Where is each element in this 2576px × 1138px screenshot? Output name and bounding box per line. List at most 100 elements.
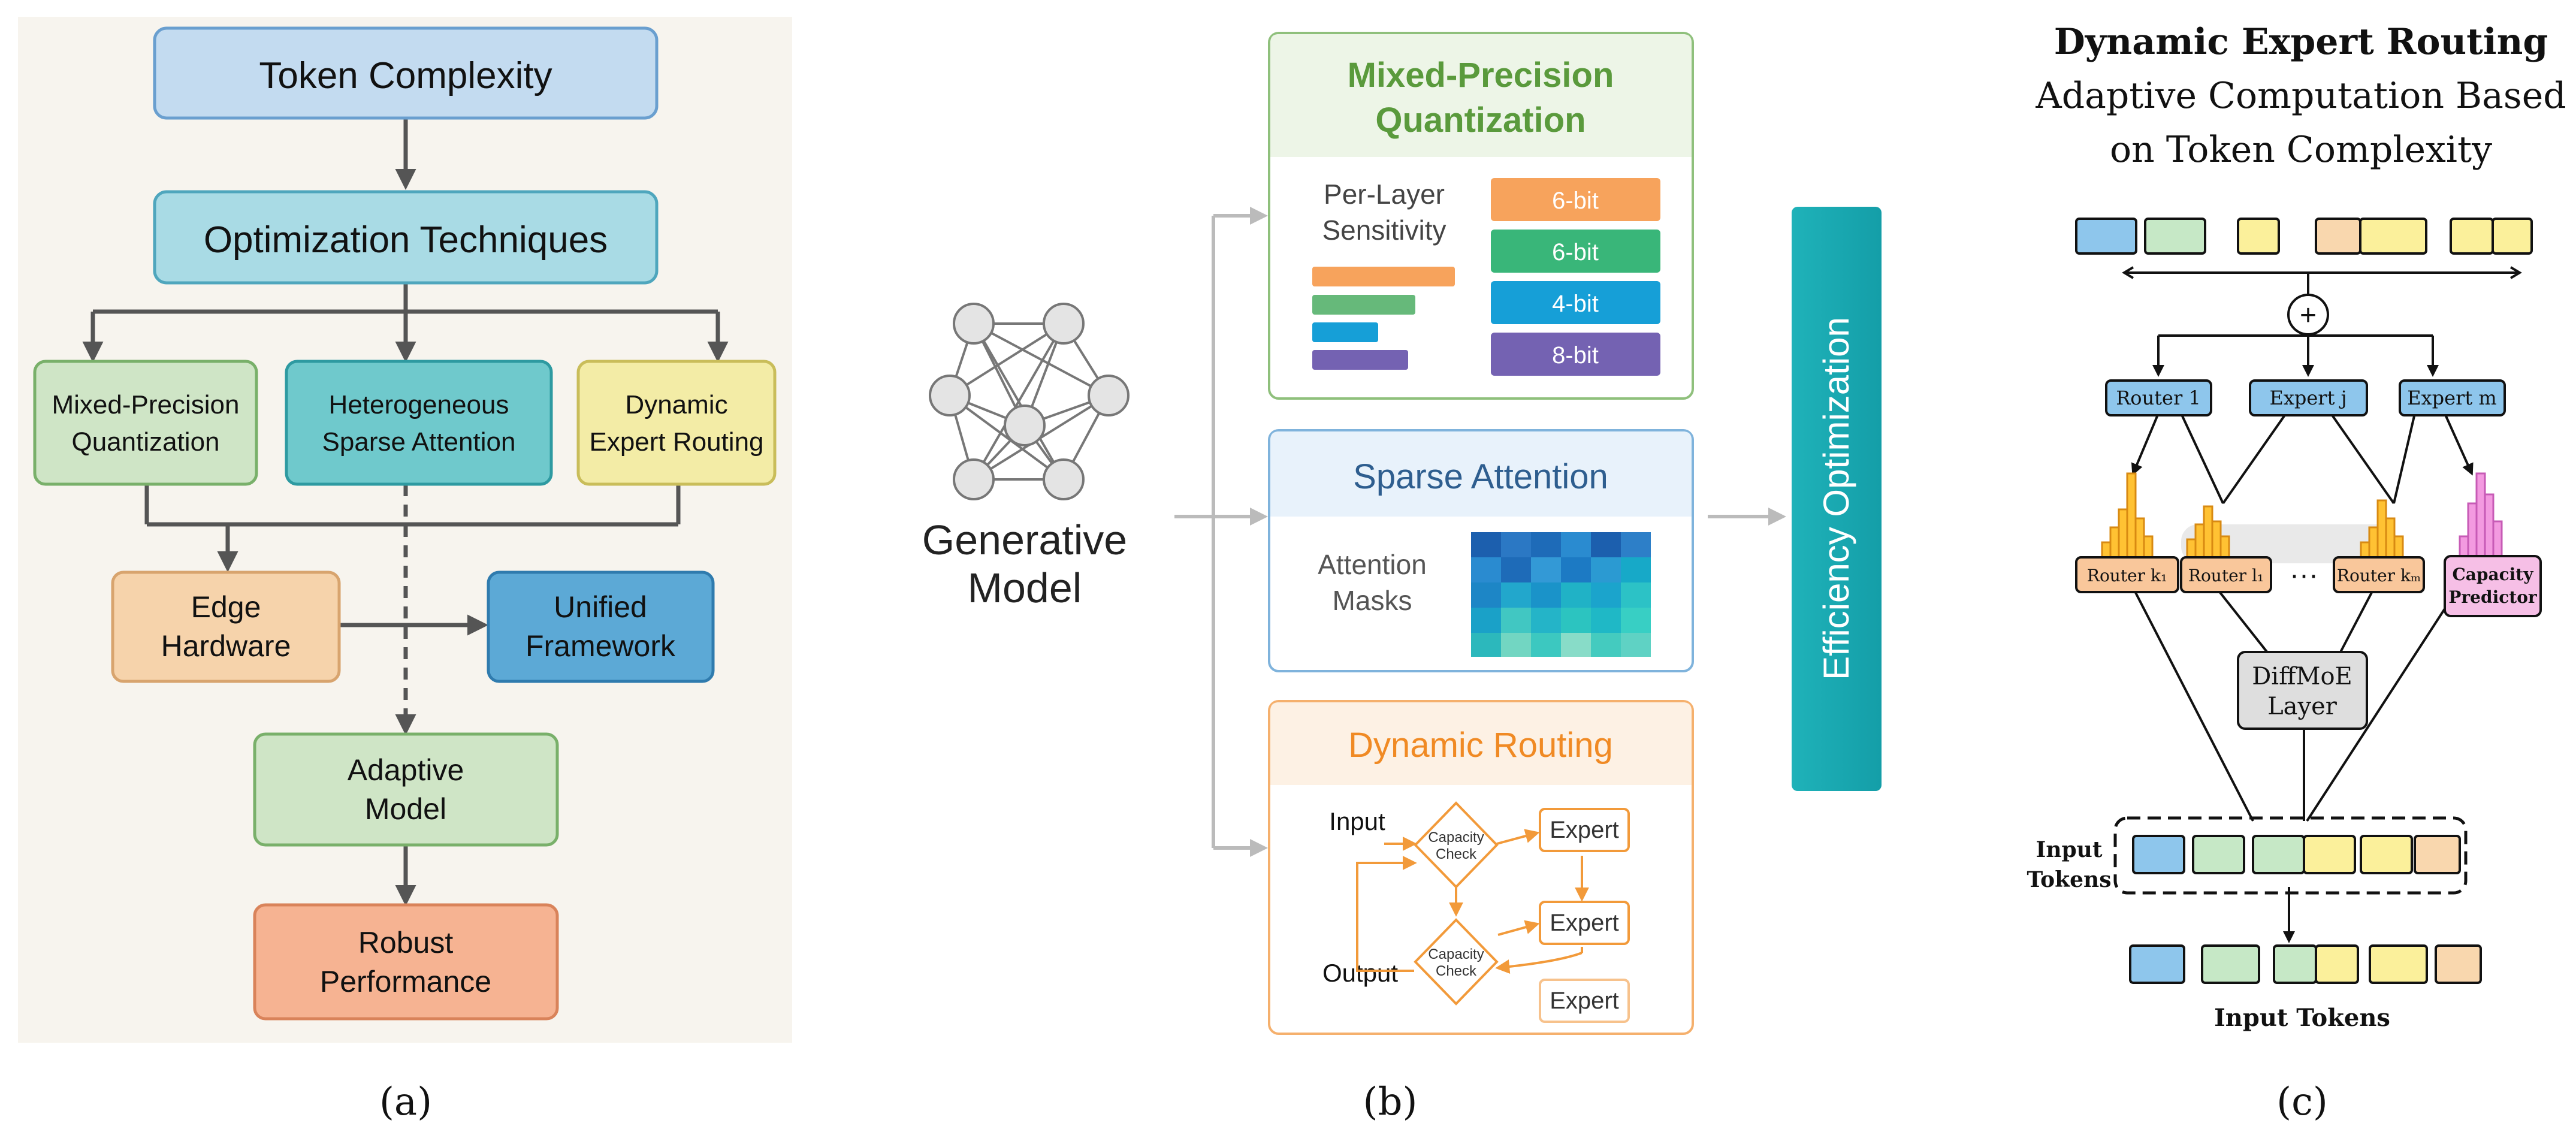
per-layer-line-2: Sensitivity: [1322, 215, 1446, 246]
expert-m-label: Expert m: [2407, 387, 2497, 409]
input-tokens-left-line-2: Tokens: [2027, 867, 2112, 892]
bit-label-1: 6-bit: [1552, 188, 1599, 214]
expert-j-box: Expert j: [2249, 379, 2368, 416]
capacity-check-diamond-2: [1414, 918, 1499, 1006]
attention-masks-line-1: Attention: [1318, 549, 1427, 580]
sensitivity-bar-1: [1312, 267, 1455, 286]
unified-framework-line-1: Unified: [554, 590, 647, 624]
sparse-attention-card: Sparse Attention Attention Masks: [1268, 429, 1694, 672]
diffmoe-line-1: DiffMoE: [2252, 663, 2352, 690]
input-tokens-group: [2113, 816, 2468, 895]
caption-c: (c): [2276, 1080, 2328, 1124]
capacity-check-2-line-1: Capacity: [1428, 946, 1484, 962]
ellipsis-label: ···: [2290, 559, 2318, 591]
expert-box-1: [1539, 808, 1630, 852]
attention-masks-line-2: Masks: [1333, 585, 1412, 616]
bit-box-4: [1491, 333, 1660, 376]
expert-box-2: [1539, 901, 1630, 945]
neural-network-icon: [929, 303, 1130, 500]
heterogeneous-box: Heterogeneous Sparse Attention: [285, 360, 553, 486]
routers-shadow: [2181, 524, 2397, 563]
input-tokens-bottom-label: Input Tokens: [2214, 1004, 2390, 1032]
router-k1-label: Router k₁: [2087, 566, 2167, 585]
sparse-attention-title: Sparse Attention: [1353, 457, 1608, 496]
edge-hardware-box: Edge Hardware: [111, 570, 341, 683]
adaptive-model-line-1: Adaptive: [348, 753, 464, 787]
token-complexity-label: Token Complexity: [259, 55, 552, 96]
input-tokens-left-line-1: Input: [2036, 837, 2103, 862]
unified-framework-line-2: Framework: [526, 629, 676, 663]
input-token-strip: [2132, 835, 2461, 874]
robust-performance-line-2: Performance: [320, 965, 491, 998]
output-token-strip: [2075, 218, 2533, 255]
capacity-check-2-line-2: Check: [1436, 963, 1477, 979]
heterogeneous-line-2: Sparse Attention: [322, 427, 516, 457]
generative-model-line-2: Model: [968, 565, 1082, 611]
adaptive-model-box: Adaptive Model: [253, 732, 559, 847]
capacity-predictor-box: Capacity Predictor: [2444, 555, 2542, 617]
edge-hardware-line-2: Hardware: [161, 629, 291, 663]
adaptive-model-line-2: Model: [365, 792, 446, 826]
diffmoe-line-2: Layer: [2267, 693, 2338, 720]
sensitivity-bar-3: [1312, 322, 1378, 342]
dynamic-expert-line-1: Dynamic: [625, 390, 727, 419]
dynamic-expert-box: Dynamic Expert Routing: [576, 360, 777, 486]
diffmoe-layer-box: DiffMoE Layer: [2237, 651, 2368, 730]
mixed-precision-title-2: Quantization: [1375, 101, 1586, 140]
router-l1-box: Router l₁: [2180, 556, 2272, 593]
router-1-box: Router 1: [2105, 379, 2212, 416]
router-km-label: Router kₘ: [2337, 566, 2421, 585]
panel-c-connectors: [2122, 266, 2522, 943]
robust-performance-line-1: Robust: [358, 926, 454, 959]
capacity-predictor-line-2: Predictor: [2448, 587, 2537, 607]
histogram-2: [2186, 505, 2230, 559]
efficiency-optimization-bar: Efficiency Optimization: [1792, 207, 1882, 791]
robust-performance-box: Robust Performance: [253, 903, 559, 1021]
mixed-precision-title-1: Mixed-Precision: [1348, 56, 1614, 95]
router-1-label: Router 1: [2116, 387, 2201, 409]
expert-box-3: [1539, 979, 1630, 1023]
caption-b: (b): [1363, 1080, 1418, 1124]
expert-label-1: Expert: [1550, 817, 1619, 843]
panel-a: Token Complexity Optimization Techniques…: [18, 17, 792, 1124]
sensitivity-bar-4: [1312, 350, 1408, 370]
heterogeneous-line-1: Heterogeneous: [329, 390, 509, 419]
efficiency-label: Efficiency Optimization: [1816, 317, 1856, 680]
capacity-check-1-line-2: Check: [1436, 846, 1477, 862]
capacity-check-diamond-1: [1414, 801, 1499, 889]
dynamic-routing-card: Dynamic Routing Input Output Capacity Ch…: [1268, 700, 1694, 1035]
router-k1-box: Router k₁: [2075, 556, 2179, 593]
panel-c: Dynamic Expert Routing Adaptive Computat…: [2027, 21, 2566, 1124]
router-km-box: Router kₘ: [2333, 556, 2425, 593]
edge-hardware-line-1: Edge: [191, 590, 261, 624]
generative-model-line-1: Generative: [922, 517, 1127, 563]
dynamic-routing-title: Dynamic Routing: [1348, 726, 1613, 765]
panel-b-connectors: [1174, 207, 1786, 857]
caption-a: (a): [379, 1080, 432, 1124]
optimization-techniques-label: Optimization Techniques: [204, 219, 608, 261]
panel-a-connectors: [82, 118, 729, 906]
expert-m-box: Expert m: [2399, 379, 2506, 416]
bit-box-2: [1491, 230, 1660, 273]
capacity-check-1-line-1: Capacity: [1428, 829, 1484, 846]
bottom-token-strip: [2129, 944, 2482, 984]
panel-c-subtitle-2: on Token Complexity: [2110, 129, 2492, 171]
unified-framework-box: Unified Framework: [487, 570, 715, 683]
token-complexity-box: Token Complexity: [153, 26, 659, 120]
capacity-predictor-line-1: Capacity: [2452, 565, 2533, 584]
bit-label-2: 6-bit: [1552, 239, 1599, 265]
sum-node: [2287, 294, 2329, 336]
per-layer-line-1: Per-Layer: [1324, 179, 1445, 210]
histogram-3: [2360, 499, 2404, 559]
routing-input-label: Input: [1329, 807, 1385, 835]
bit-label-4: 8-bit: [1552, 342, 1599, 369]
histogram-1: [2101, 472, 2154, 559]
bit-label-3: 4-bit: [1552, 291, 1599, 317]
expert-label-2: Expert: [1550, 910, 1619, 936]
optimization-techniques-box: Optimization Techniques: [153, 190, 659, 285]
bit-box-3: [1491, 281, 1660, 324]
plus-icon: +: [2300, 300, 2317, 331]
routing-output-label: Output: [1322, 959, 1398, 987]
panel-c-title: Dynamic Expert Routing: [2054, 21, 2548, 63]
